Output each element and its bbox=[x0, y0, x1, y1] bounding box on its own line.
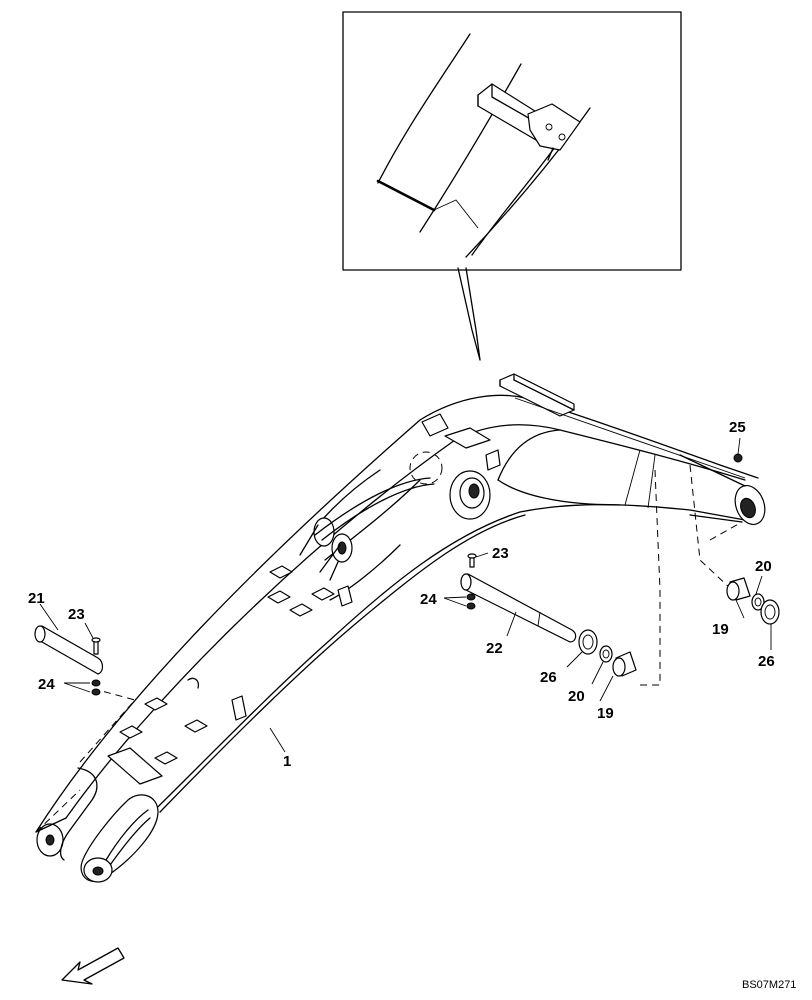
pin-part-21 bbox=[36, 625, 104, 675]
boom-assembly bbox=[35, 373, 766, 883]
boom-top-edge bbox=[35, 394, 526, 833]
callout-23-left: 23 bbox=[68, 606, 85, 623]
callout-19-right: 19 bbox=[712, 621, 729, 638]
leader-lines bbox=[39, 437, 772, 753]
pin-part-22 bbox=[461, 573, 577, 643]
callout-23-center: 23 bbox=[492, 545, 509, 562]
callout-24-center: 24 bbox=[420, 591, 437, 608]
callout-20-center: 20 bbox=[568, 688, 585, 705]
callout-19-center: 19 bbox=[597, 705, 614, 722]
callout-25: 25 bbox=[729, 419, 746, 436]
callout-1: 1 bbox=[283, 753, 291, 770]
seal-part-20-right bbox=[751, 593, 765, 611]
callout-22: 22 bbox=[486, 640, 503, 657]
callout-labels: 1 21 23 24 23 24 22 26 20 19 25 20 19 26 bbox=[28, 419, 775, 770]
shim-part-26-center bbox=[578, 629, 598, 655]
callout-20-right: 20 bbox=[755, 558, 772, 575]
detail-inset-frame bbox=[342, 11, 682, 271]
detail-inset bbox=[342, 11, 682, 361]
callout-21: 21 bbox=[28, 590, 45, 607]
front-direction-arrow-icon bbox=[61, 947, 125, 985]
callout-26-center: 26 bbox=[540, 669, 557, 686]
boom-tabs bbox=[107, 565, 353, 785]
detail-pointer bbox=[457, 267, 481, 361]
drawing-code: BS07M271 bbox=[742, 979, 796, 991]
callout-24-left: 24 bbox=[38, 676, 55, 693]
seal-part-20-center bbox=[599, 645, 613, 663]
loose-parts bbox=[34, 453, 780, 696]
shim-part-26-right bbox=[760, 599, 780, 625]
callout-26-right: 26 bbox=[758, 653, 775, 670]
